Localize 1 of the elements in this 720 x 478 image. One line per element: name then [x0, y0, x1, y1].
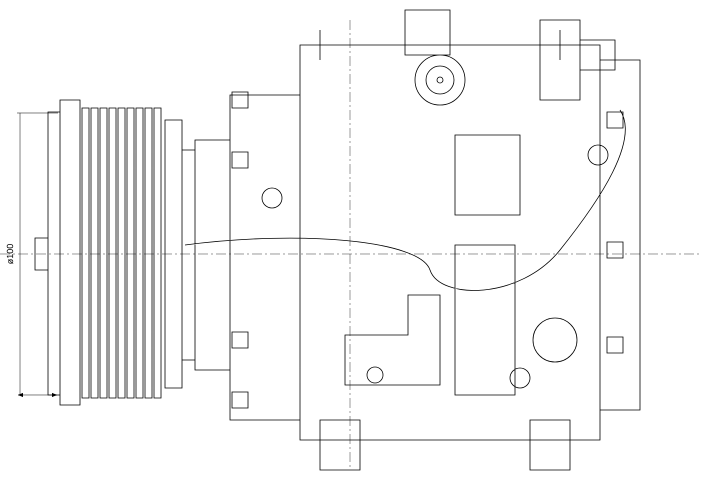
dimension-label: ø100	[6, 244, 14, 264]
